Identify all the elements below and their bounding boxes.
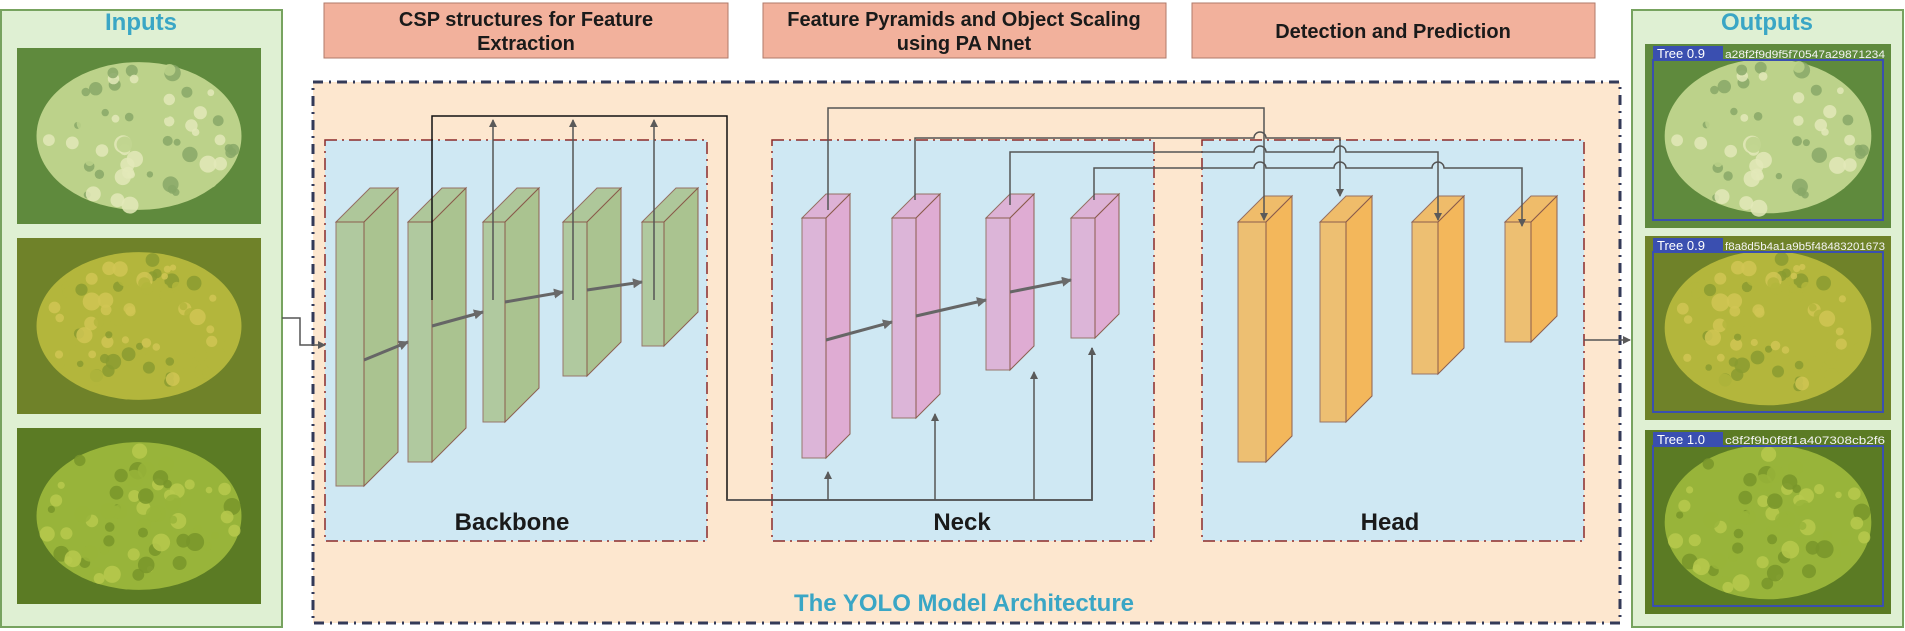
header-detection: Detection and Prediction	[1191, 2, 1596, 59]
detection-box-1: Tree 0.9 a28f2f9d9f5f70547a29871234	[1652, 46, 1885, 221]
input-image-1	[17, 48, 261, 224]
header-csp: CSP structures for Feature Extraction	[323, 2, 729, 59]
input-image-2	[17, 238, 261, 414]
neck-block-3	[984, 192, 1036, 372]
head-block-3	[1410, 194, 1466, 376]
detection-id: c8f2f9b0f8f1a407308cb2f6	[1725, 435, 1885, 447]
flow-arrow-7	[1009, 276, 1072, 294]
neck-to-head-3	[1009, 145, 1442, 221]
header-fpn-line-2: using PA Nnet	[897, 33, 1032, 55]
architecture-title: The YOLO Model Architecture	[794, 590, 1134, 617]
neck-block-4	[1069, 192, 1121, 340]
input-image-3	[17, 428, 261, 604]
backbone-block-1	[334, 186, 400, 488]
outputs-title: Outputs	[1721, 9, 1813, 36]
flow-arrow-2	[431, 309, 484, 328]
head-block-4	[1503, 194, 1559, 344]
connections	[282, 107, 1631, 501]
head-label: Head	[1361, 509, 1420, 536]
outputs-panel: Outputs Tree 0.9 a28f2f9d9f5f70547a298712…	[1631, 9, 1904, 628]
backbone-block-4	[561, 186, 623, 378]
header-detection-text: Detection and Prediction	[1275, 21, 1511, 43]
output-image-1	[1645, 44, 1891, 228]
flow-arrow-3	[504, 288, 564, 304]
neck-block-1	[800, 192, 852, 460]
feature-blocks	[334, 186, 1559, 488]
detection-id: a28f2f9d9f5f70547a29871234	[1725, 49, 1885, 61]
detection-label: Tree 1.0	[1657, 432, 1705, 447]
flow-arrow-5	[825, 319, 893, 342]
flow-arrow-6	[915, 297, 987, 318]
header-csp-line-2: Extraction	[477, 33, 575, 55]
header-fpn: Feature Pyramids and Object Scaling usin…	[762, 2, 1167, 59]
flow-arrow-4	[586, 278, 643, 292]
output-image-3	[1645, 430, 1891, 614]
backbone-block-3	[481, 186, 541, 424]
output-image-2	[1645, 236, 1891, 420]
header-csp-line-1: CSP structures for Feature	[399, 9, 653, 31]
detection-label: Tree 0.9	[1657, 238, 1705, 253]
neck-block-2	[890, 192, 942, 420]
backbone-block-5	[640, 186, 700, 348]
head-block-1	[1236, 194, 1294, 464]
header-fpn-line-1: Feature Pyramids and Object Scaling	[787, 9, 1140, 31]
inputs-panel: Inputs	[0, 9, 283, 628]
detection-box-2: Tree 0.9 f8a8d5b4a1a9b5f48483201673	[1652, 238, 1885, 413]
neck-to-head-2	[914, 131, 1344, 200]
input-to-backbone-arrow	[282, 317, 326, 349]
backbone-label: Backbone	[455, 509, 570, 536]
flow-arrow-1	[363, 340, 409, 362]
detection-label: Tree 0.9	[1657, 46, 1705, 61]
detection-id: f8a8d5b4a1a9b5f48483201673	[1725, 241, 1885, 253]
neck-label: Neck	[933, 509, 991, 536]
inputs-title: Inputs	[105, 9, 177, 36]
head-block-2	[1318, 194, 1374, 424]
neck-to-head-4	[1093, 161, 1526, 227]
detection-box-3: Tree 1.0 c8f2f9b0f8f1a407308cb2f6	[1652, 432, 1885, 607]
